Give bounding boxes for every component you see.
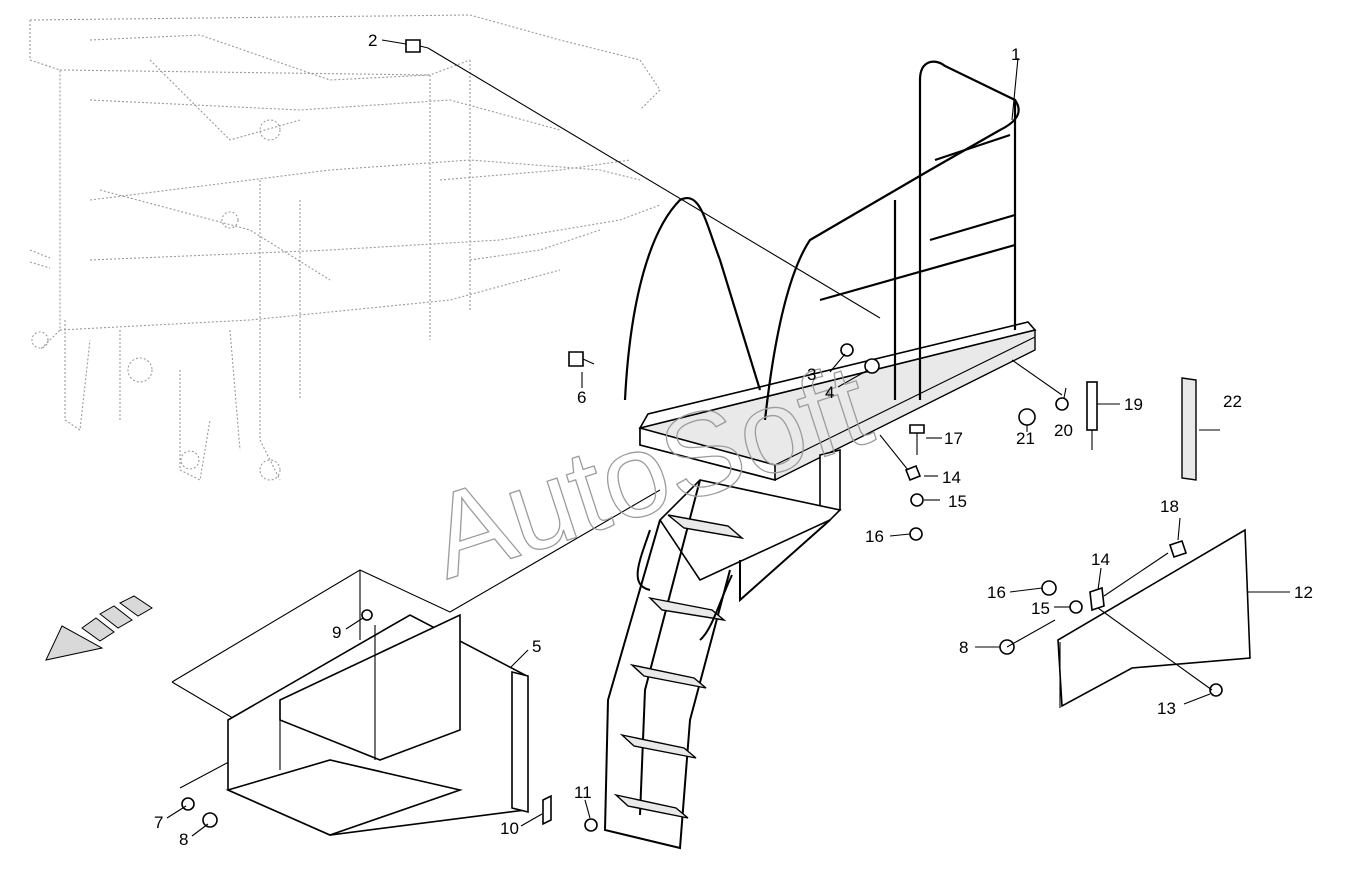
leader-lines	[166, 39, 1290, 837]
callout-20: 20	[1054, 421, 1073, 440]
callout-1: 1	[1011, 45, 1020, 64]
callout-8-left: 8	[179, 830, 188, 849]
callout-15-center: 15	[948, 492, 967, 511]
callout-14-right: 14	[1091, 550, 1110, 569]
callout-9: 9	[332, 623, 341, 642]
callout-11: 11	[574, 783, 592, 802]
callout-10: 10	[500, 819, 519, 838]
callout-2: 2	[368, 31, 377, 50]
callout-7: 7	[154, 813, 163, 832]
callout-labels: 1 2 3 4 5 6 7 8 8 9 10 11 12 13 14 14 15…	[154, 31, 1313, 849]
callout-3: 3	[807, 365, 816, 384]
callout-8-right: 8	[959, 638, 968, 657]
ladder-part	[603, 479, 842, 850]
callout-22: 22	[1223, 392, 1242, 411]
callout-6: 6	[577, 388, 586, 407]
direction-arrow-icon	[45, 595, 153, 661]
callout-15-right: 15	[1031, 599, 1050, 618]
ladder-steps	[613, 514, 745, 819]
callout-19: 19	[1124, 395, 1143, 414]
callout-18: 18	[1160, 497, 1179, 516]
storage-box-part	[171, 489, 661, 836]
seal-strip-part	[1181, 377, 1197, 481]
callout-21: 21	[1016, 429, 1035, 448]
machine-frame-ghost	[29, 14, 661, 481]
fasteners	[181, 39, 1223, 832]
callout-12: 12	[1294, 583, 1313, 602]
callout-14-center: 14	[942, 468, 961, 487]
callout-16-center: 16	[865, 527, 884, 546]
gas-spring-part	[1086, 381, 1098, 450]
callout-13: 13	[1157, 699, 1176, 718]
callout-5: 5	[532, 637, 541, 656]
side-panel-part	[1057, 528, 1251, 708]
callout-17: 17	[944, 429, 963, 448]
callout-16-right: 16	[987, 583, 1006, 602]
callout-4: 4	[825, 383, 834, 402]
platform-railing-part	[623, 60, 1037, 517]
